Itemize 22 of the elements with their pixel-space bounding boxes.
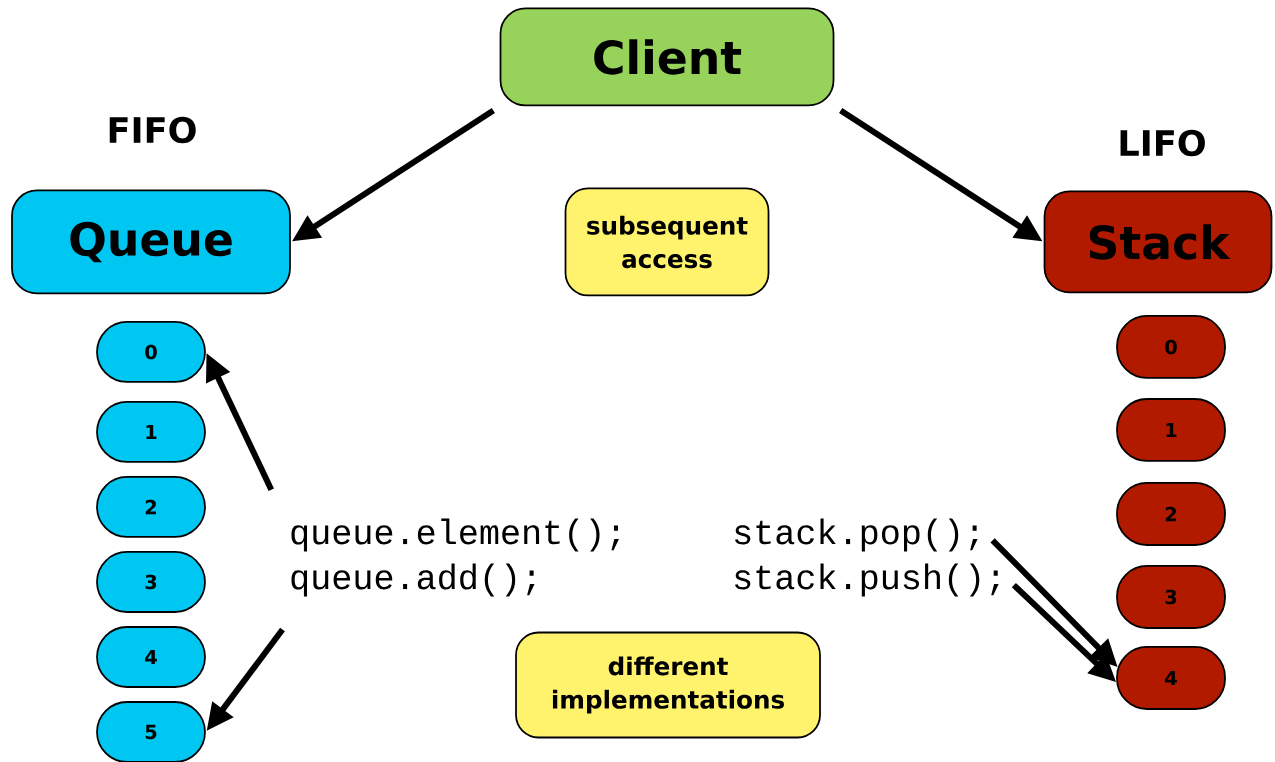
code-text: stack.pop(); xyxy=(735,518,978,552)
group-label: LIFO xyxy=(1120,129,1205,157)
code-text: queue.add(); xyxy=(291,563,535,597)
code-text: queue.element(); xyxy=(291,518,619,552)
stack-slot: 2 xyxy=(1116,482,1226,546)
queue-slot: 1 xyxy=(96,401,206,463)
queue-slot: 3 xyxy=(96,551,206,613)
process-box: Client xyxy=(499,7,835,107)
note-box: subsequent access xyxy=(564,187,770,297)
stack-slot: 3 xyxy=(1116,565,1226,629)
code-text: stack.push(); xyxy=(735,563,999,597)
queue-slot: 4 xyxy=(96,626,206,688)
stack-box: Stack xyxy=(1043,190,1273,294)
queue-box: Queue xyxy=(11,189,291,295)
stack-slot: 1 xyxy=(1116,398,1226,462)
note-box: different implementations xyxy=(515,631,821,739)
stack-slot: 4 xyxy=(1116,646,1226,710)
queue-slot: 5 xyxy=(96,701,206,762)
queue-slot: 0 xyxy=(96,321,206,383)
queue-slot: 2 xyxy=(96,476,206,538)
stack-slot: 0 xyxy=(1116,315,1226,379)
group-label: FIFO xyxy=(109,116,196,144)
